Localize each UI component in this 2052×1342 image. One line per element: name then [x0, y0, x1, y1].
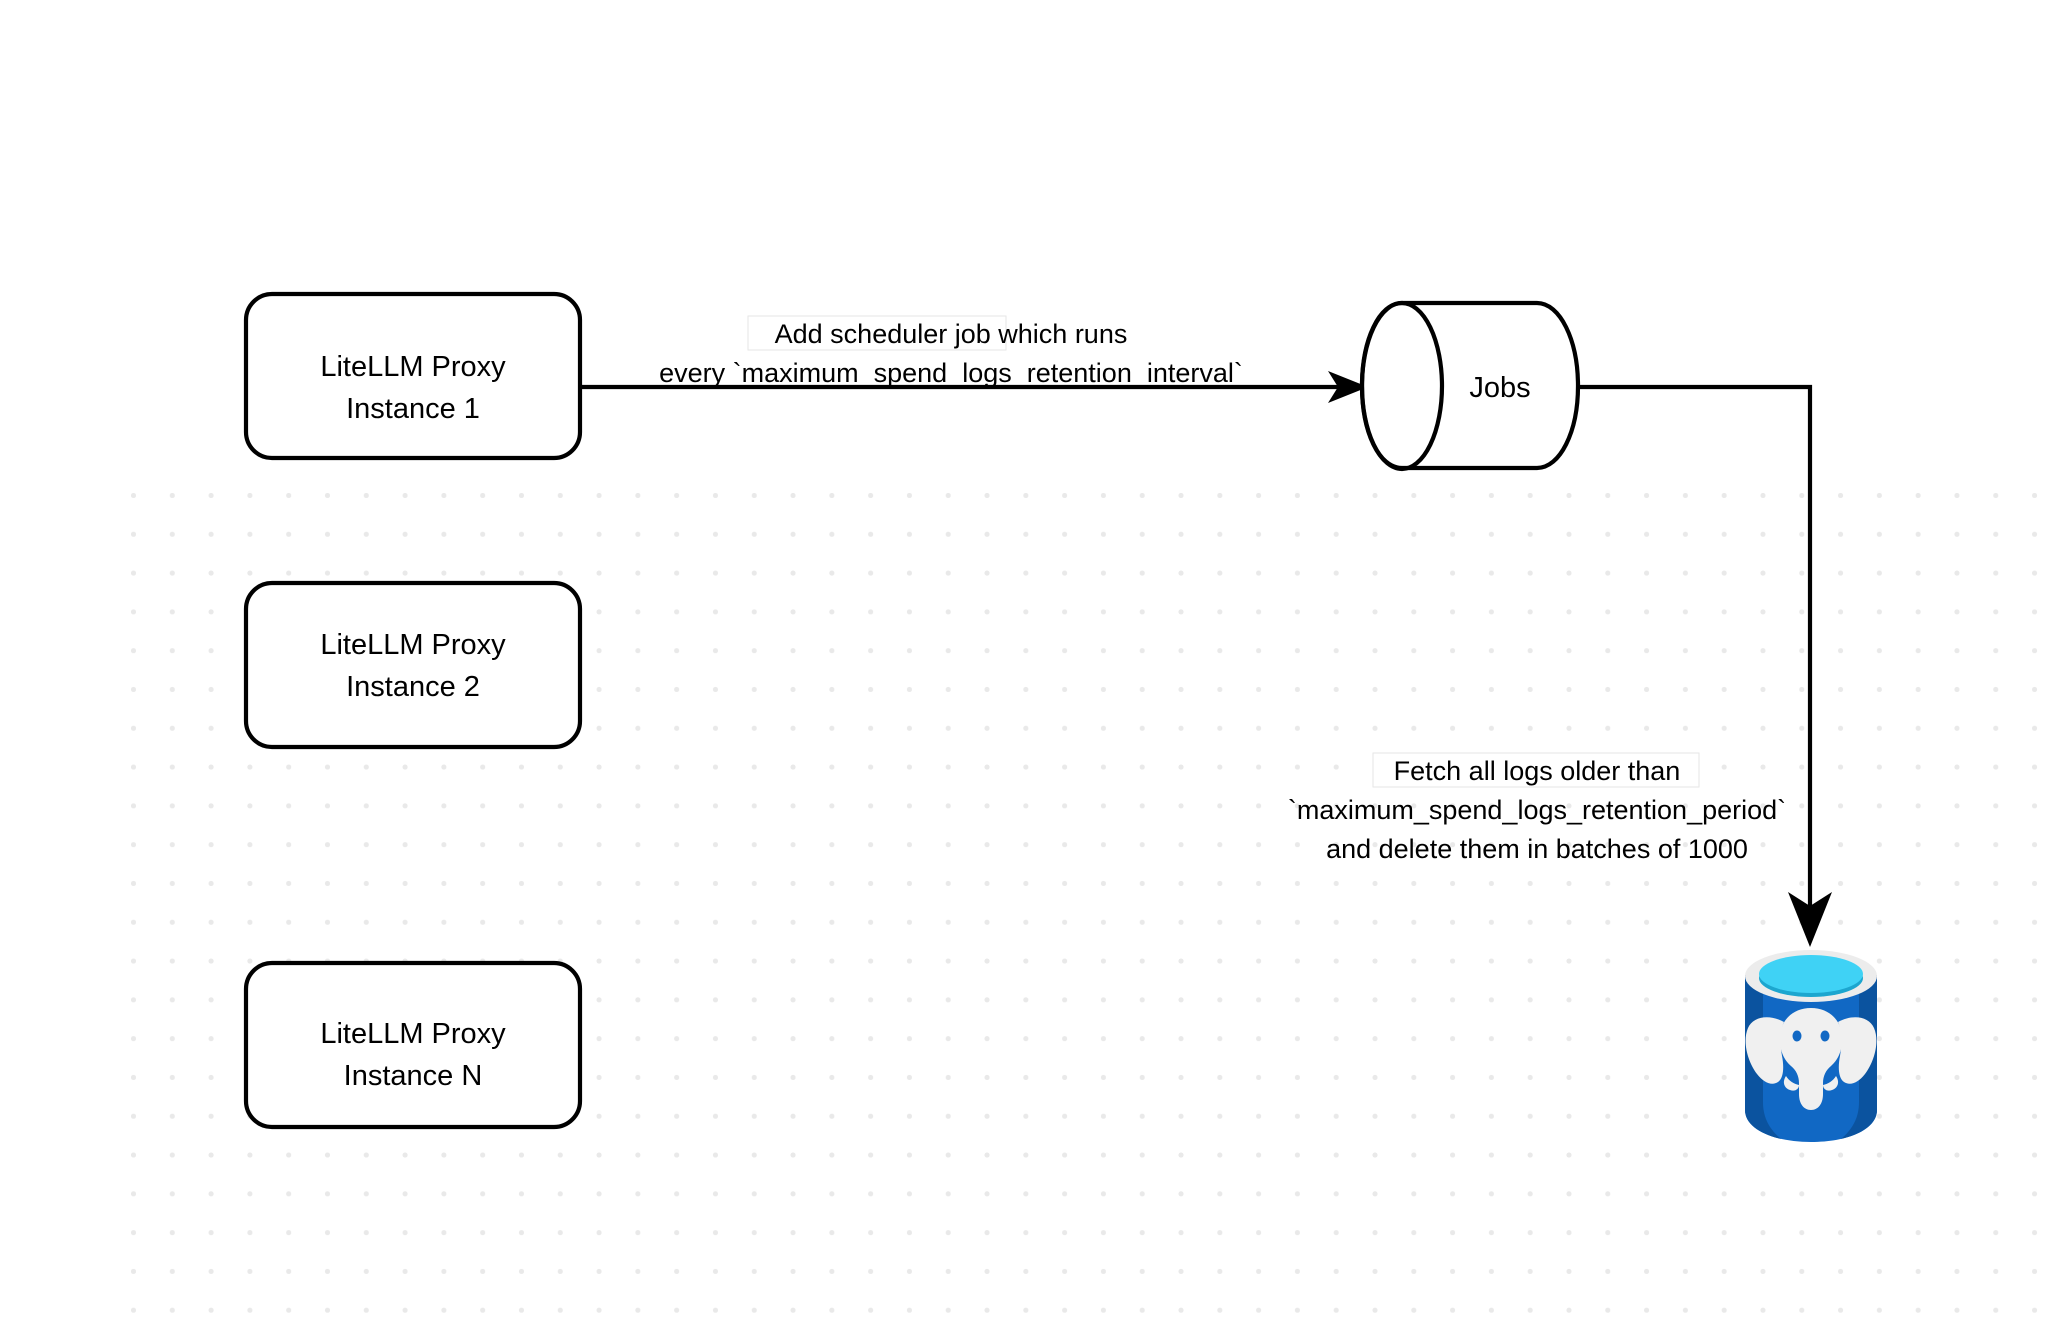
postgres-elephant-eyes [1792, 1030, 1830, 1042]
node-proxy-instance-1[interactable]: LiteLLM Proxy Instance 1 [243, 291, 583, 461]
node-proxy-instance-2[interactable]: LiteLLM Proxy Instance 2 [243, 580, 583, 750]
node-jobs-cylinder-left-face [1359, 300, 1445, 472]
edge-label-scheduler-job-plate [747, 315, 1007, 351]
edge-proxy1-to-jobs [580, 371, 1368, 403]
edge-jobs-to-postgres [1578, 384, 1832, 947]
arrow-head-icon [1788, 892, 1832, 947]
edge-label-scheduler-job-line2: every `maximum_spend_logs_retention_inte… [659, 358, 1243, 388]
edge-label-fetch-delete-logs-line2: `maximum_spend_logs_retention_period` [1288, 795, 1786, 825]
node-proxy-instance-n-line1: LiteLLM Proxy [320, 1018, 506, 1050]
node-proxy-instance-n-shape[interactable] [243, 960, 583, 1130]
edge-label-fetch-delete-logs-plate [1372, 752, 1700, 788]
node-proxy-instance-n[interactable]: LiteLLM Proxy Instance N [243, 960, 583, 1130]
node-proxy-instance-1-line2: Instance 1 [346, 393, 480, 425]
node-proxy-instance-2-line1: LiteLLM Proxy [320, 629, 506, 661]
edge-label-fetch-delete-logs-line3: and delete them in batches of 1000 [1326, 834, 1748, 864]
node-jobs-cylinder[interactable]: Jobs [1359, 300, 1581, 472]
edge-label-scheduler-job: Add scheduler job which runs every `maxi… [659, 315, 1243, 388]
arrow-head-icon [1328, 371, 1368, 403]
node-proxy-instance-2-shape[interactable] [243, 580, 583, 750]
node-proxy-instance-2-line2: Instance 2 [346, 671, 480, 703]
edge-label-fetch-delete-logs-line1: Fetch all logs older than [1394, 756, 1681, 786]
node-postgres-database[interactable] [1745, 950, 1877, 1142]
postgres-top-surface [1759, 955, 1863, 993]
edge-label-fetch-delete-logs: Fetch all logs older than `maximum_spend… [1288, 752, 1786, 864]
edge-jobs-postgres-line [1578, 384, 1813, 915]
node-proxy-instance-1-shape[interactable] [243, 291, 583, 461]
node-proxy-instance-1-line1: LiteLLM Proxy [320, 351, 506, 383]
node-jobs-label: Jobs [1469, 372, 1530, 404]
edge-label-scheduler-job-line1: Add scheduler job which runs [775, 319, 1128, 349]
node-proxy-instance-n-line2: Instance N [344, 1060, 483, 1092]
